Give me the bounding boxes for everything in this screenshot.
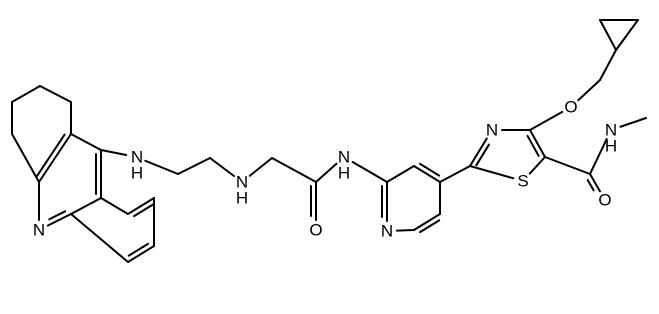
atom-label-layer: N H N H N O H N N N S O O H N <box>33 98 617 241</box>
bond-tr-c9-tr-nh <box>100 149 128 157</box>
atom-label-o-amide: O <box>309 221 322 240</box>
bond-tr-c3-tr-c4-second <box>127 242 149 257</box>
bond-tr-c9a-tr-c1 <box>100 197 129 215</box>
atom-label-n-methylamide: N <box>605 121 617 140</box>
atom-label-h-linker-amine: H <box>236 189 248 208</box>
bond-tr-c4-tr-c10a <box>70 213 129 263</box>
bond-amide-nh-py-c2 <box>351 161 388 183</box>
bond-ether-o-ch2-e <box>577 79 601 102</box>
bond-ch2-e-cp-c1 <box>599 49 617 81</box>
bond-cp-c1-cp-c2 <box>599 19 617 51</box>
bond-tr-c10a-tr-n-second <box>48 210 67 221</box>
bond-tr-c1-tr-c2-second <box>133 203 155 218</box>
bond-tr-c8a-tr-c8 <box>11 133 40 183</box>
bond-ch2-b-link-nh <box>209 157 235 177</box>
atom-label-n-acridine-amine: N <box>131 148 143 167</box>
atom-label-n-amide: N <box>338 148 350 167</box>
bond-py-n-py-c6 <box>395 229 415 232</box>
bond-tz-c5-tz-s <box>528 156 546 175</box>
bond-py-c6-py-c5-second <box>419 219 441 234</box>
bond-tr-c6-tr-c5 <box>39 85 72 103</box>
bond-tr-c3-tr-c4 <box>127 245 155 263</box>
bond-ch2-a-ch2-b <box>177 157 211 175</box>
bond-py-c4-py-c3 <box>413 165 441 183</box>
bond-tr-c1-tr-c2 <box>127 197 155 215</box>
bond-link-nh-ch2-c <box>248 157 273 177</box>
bond-tz-c4-ether-o <box>529 110 564 131</box>
atom-label-n-thiazole: N <box>486 121 498 140</box>
atom-label-s-thiazole: S <box>517 172 528 191</box>
bond-ch2-c-amide-c <box>271 157 317 183</box>
atom-label-h-acridine-amine: H <box>131 164 143 183</box>
bond-tz-s-tz-c2 <box>469 165 515 180</box>
bond-tr-c10a-tr-n <box>46 213 72 227</box>
bond-tr-nh-ch2-a <box>144 159 179 175</box>
atom-label-o-ether: O <box>564 98 577 117</box>
bond-tr-c4a-tr-c9 <box>70 133 102 151</box>
bond-tz-c2-tz-n-second <box>475 143 490 167</box>
bond-tz-c4-tz-c5 <box>529 129 546 158</box>
bond-tr-c9a-tr-c10a <box>70 197 102 215</box>
atom-label-n-acridine: N <box>33 221 45 240</box>
bond-tr-c4a-tr-c8a <box>38 133 72 183</box>
bond-py-c6-py-c5 <box>413 213 441 231</box>
bond-methyl-nh-methyl-c <box>619 117 647 128</box>
bond-amide-c-amide-nh <box>315 162 338 183</box>
bond-tr-c7-tr-c6 <box>11 85 41 103</box>
bond-tr-c4a-tr-c8a-second <box>36 133 66 177</box>
bond-carbox-c-carbox-o-second <box>586 178 595 192</box>
atom-label-h-methylamide: H <box>605 137 617 156</box>
bond-layer <box>11 19 647 263</box>
bond-carbox-c-methyl-nh <box>589 138 608 175</box>
atom-label-n-pyridine: N <box>381 222 393 241</box>
bond-py-c4-tz-c2 <box>439 165 471 183</box>
bond-carbox-c-carbox-o <box>589 173 602 193</box>
bond-tz-c2-tz-n <box>469 137 488 167</box>
bond-py-c4-py-c3-second <box>419 162 441 177</box>
bond-py-c3-py-c2 <box>386 165 415 183</box>
bond-tz-c4-tz-c5-second <box>526 134 540 157</box>
atom-label-o-carboxamide: O <box>598 191 611 210</box>
atom-label-n-linker-amine: N <box>236 173 248 192</box>
bond-tz-c5-carbox-c <box>544 156 591 175</box>
atom-label-h-amide: H <box>338 164 350 183</box>
bond-cp-c3-cp-c1 <box>615 19 639 51</box>
